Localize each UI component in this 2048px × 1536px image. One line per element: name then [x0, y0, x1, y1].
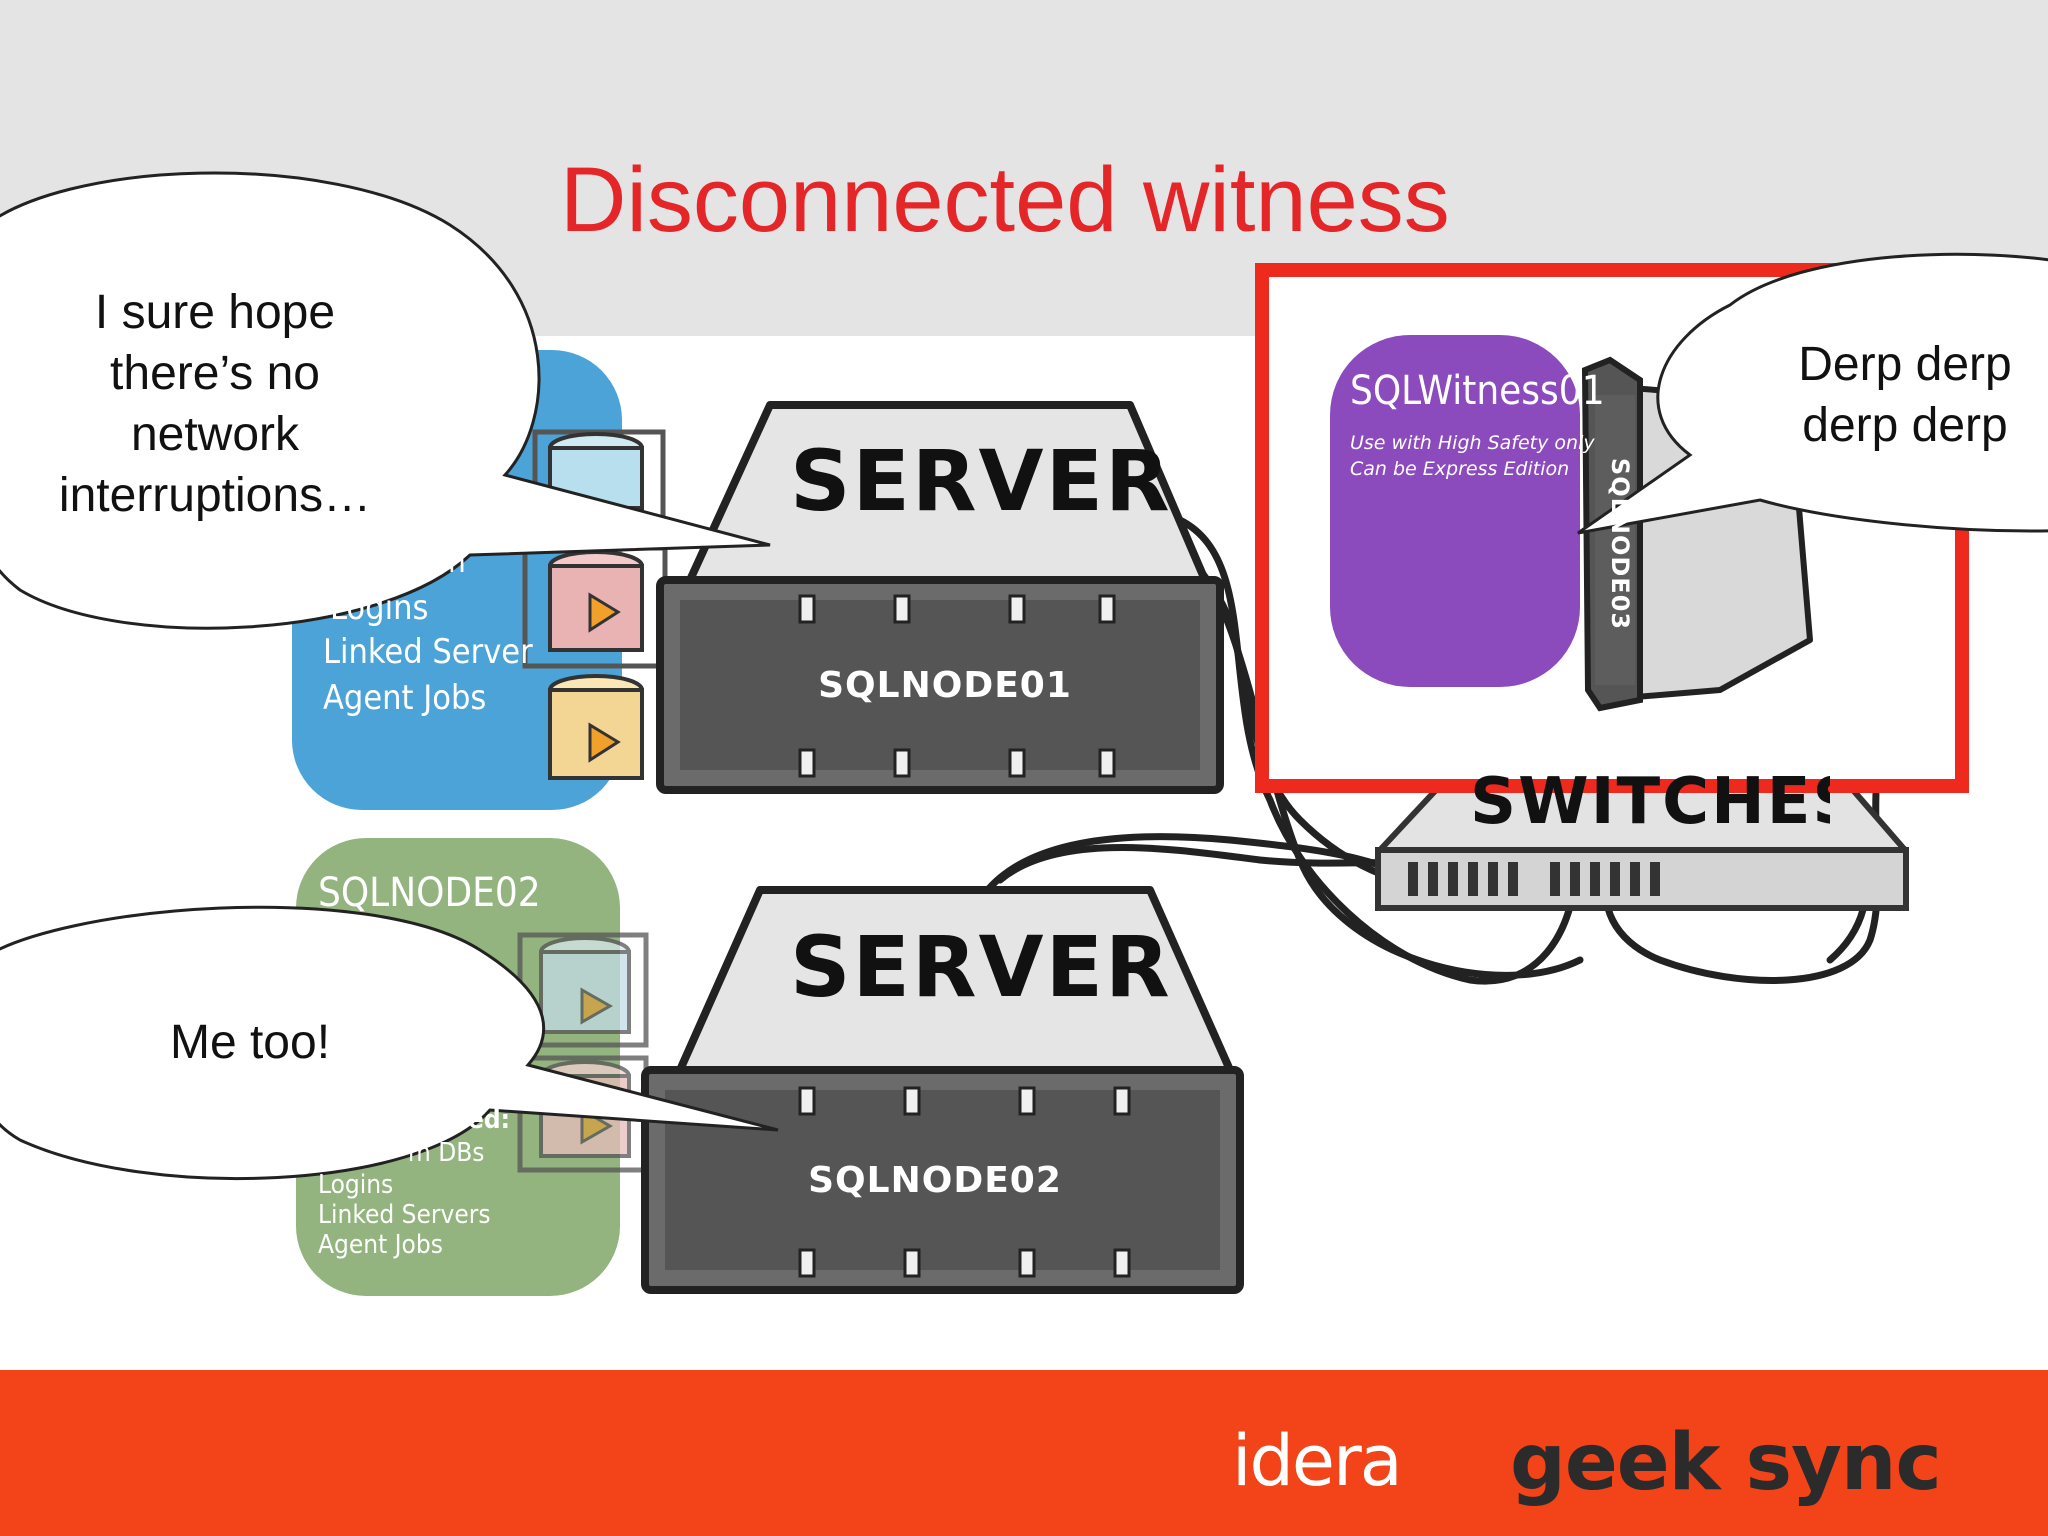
witness-name: SQLWitness01 [1350, 368, 1605, 414]
slide-title: Disconnected witness [560, 149, 1450, 251]
node2-panel-header: SQLNODE02 [318, 870, 541, 916]
node2-panel-line-4: Linked Servers [318, 1200, 491, 1230]
node2-panel-line-2: m DBs [408, 1138, 485, 1168]
bubble-bottom-left-text: Me too! [169, 1016, 331, 1069]
bubble-right-text: Derp derp derp derp [1798, 338, 2012, 452]
server-sqlnode01 [656, 401, 1224, 794]
node1-panel-line-1: em [420, 542, 466, 580]
bubble-top-left-text: I sure hope there’s no network interrupt… [58, 286, 372, 522]
speech-bubble-bottom-left [0, 905, 779, 1181]
node2-panel-line-3: Logins [318, 1170, 394, 1200]
server-top-name: SQLNODE01 [818, 665, 1072, 706]
node1-panel-line-2: Logins [330, 588, 429, 628]
server-bottom-name: SQLNODE02 [808, 1160, 1062, 1201]
footer-bar [0, 1370, 2048, 1536]
node1-panel-line-3: Linked Servers [323, 632, 533, 672]
server-bottom-lid-label: SERVER [790, 918, 1172, 1016]
server-sqlnode02 [641, 886, 1244, 1294]
network-switch [1375, 772, 1909, 911]
witness-panel [1330, 335, 1580, 687]
geek-sync-logo: geek sync [1510, 1418, 1942, 1508]
idera-logo: idera [1232, 1420, 1403, 1502]
witness-note-1: Use with High Safety only [1350, 432, 1595, 454]
speech-bubble-right [1577, 252, 2048, 535]
node2-panel-line-5: Agent Jobs [318, 1230, 443, 1260]
switch-label: SWITCHES [1470, 770, 1830, 838]
sqlnode03-label: SQLNODE03 [1606, 457, 1634, 631]
node2-panel-line-1: ed: [468, 1105, 510, 1135]
server-top-lid-label: SERVER [790, 432, 1172, 530]
node1-panel-line-4: Agent Jobs [323, 678, 487, 718]
witness-note-2: Can be Express Edition [1350, 458, 1570, 480]
speech-bubble-top-left [0, 171, 771, 630]
